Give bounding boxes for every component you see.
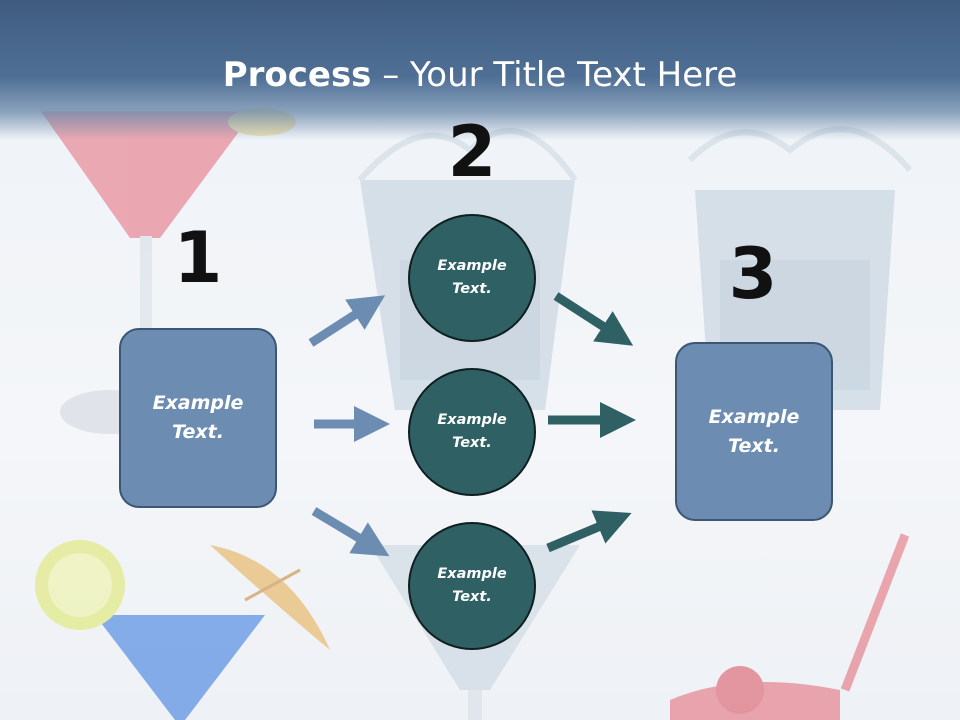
process-circle-bottom: Example Text.: [408, 522, 536, 650]
arrow-circle-top-to-box3: [553, 292, 634, 346]
process-box-end: Example Text.: [675, 342, 833, 521]
step-number-1: 1: [173, 217, 223, 299]
step-number-3: 3: [728, 233, 778, 315]
title-bar: [0, 0, 960, 140]
process-circle-top-text: Example Text.: [437, 258, 507, 297]
page-title: Process – Your Title Text Here: [0, 52, 960, 98]
step-number-2: 2: [447, 111, 497, 193]
process-circle-bottom-text: Example Text.: [437, 566, 507, 605]
red-drink-straw: [670, 533, 910, 720]
arrow-box1-to-circle-bottom: [311, 507, 390, 557]
arrow-box1-to-circle-top: [308, 295, 386, 347]
process-box-end-text: Example Text.: [708, 405, 800, 457]
process-box-start: Example Text.: [119, 328, 277, 508]
title-bold-part: Process: [222, 55, 372, 95]
blue-martini-glass: [35, 540, 330, 720]
process-box-start-text: Example Text.: [152, 392, 244, 443]
process-circle-top: Example Text.: [408, 214, 536, 342]
process-circle-middle: Example Text.: [408, 368, 536, 496]
arrow-circle-bottom-to-box3: [546, 510, 632, 553]
process-circle-middle-text: Example Text.: [437, 412, 507, 451]
title-rest-part: – Your Title Text Here: [371, 55, 738, 95]
